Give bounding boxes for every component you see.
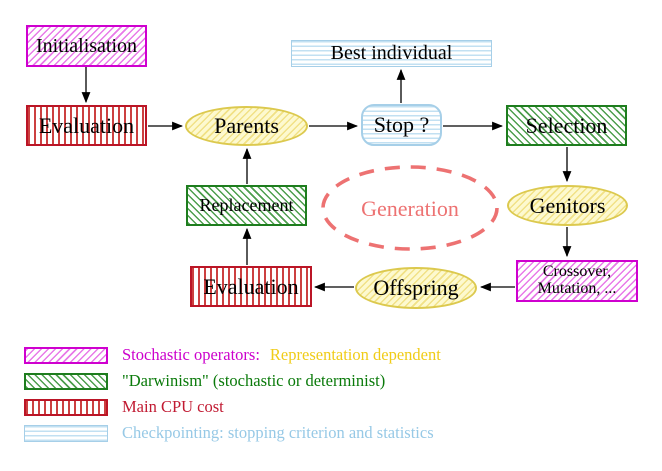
node-crossover-line1: Crossover, — [542, 263, 612, 281]
legend-darwinism-label: "Darwinism" (stochastic or determinist) — [122, 371, 386, 390]
node-crossover-line2: Mutation, ... — [537, 280, 617, 297]
node-offspring: Offspring — [355, 267, 477, 309]
node-evaluation-top-label: Evaluation — [38, 112, 135, 138]
node-parents-label: Parents — [214, 113, 279, 139]
node-best-individual: Best individual — [291, 40, 492, 67]
node-genitors-label: Genitors — [529, 192, 606, 218]
legend-checkpointing-label: Checkpointing: stopping criterion and st… — [122, 423, 434, 442]
node-selection: Selection — [506, 105, 627, 146]
node-offspring-label: Offspring — [373, 275, 459, 301]
node-best-individual-label: Best individual — [330, 42, 453, 64]
node-replacement: Replacement — [186, 185, 307, 226]
legend-row-darwinism: "Darwinism" (stochastic or determinist) — [24, 371, 385, 391]
node-evaluation-bottom-label: Evaluation — [203, 273, 299, 299]
legend-representation-label: Representation dependent — [269, 345, 441, 364]
cyan-horizontal-stripes-swatch — [24, 424, 108, 442]
node-stop: Stop ? — [361, 104, 442, 146]
node-parents: Parents — [185, 106, 308, 146]
legend-cpu-cost-label: Main CPU cost — [122, 397, 224, 416]
red-vertical-stripes-swatch — [24, 398, 108, 416]
node-replacement-label: Replacement — [199, 195, 294, 216]
node-crossover-mutation: Crossover, Mutation, ... — [516, 260, 638, 302]
legend-stochastic-label: Stochastic operators: — [122, 345, 260, 364]
node-initialisation-label: Initialisation — [35, 34, 138, 57]
node-generation-label: Generation — [361, 195, 459, 221]
legend-row-checkpointing: Checkpointing: stopping criterion and st… — [24, 423, 434, 443]
legend-row-stochastic: Stochastic operators: Representation dep… — [24, 345, 441, 365]
node-evaluation-top: Evaluation — [26, 105, 147, 146]
node-evaluation-bottom: Evaluation — [190, 266, 312, 307]
node-genitors: Genitors — [507, 185, 628, 226]
node-stop-label: Stop ? — [373, 112, 430, 138]
node-initialisation: Initialisation — [26, 25, 147, 67]
node-selection-label: Selection — [525, 112, 608, 138]
green-diagonal-hatch-swatch — [24, 372, 108, 390]
node-generation: Generation — [323, 168, 497, 249]
legend-row-cpu-cost: Main CPU cost — [24, 397, 224, 417]
magenta-diagonal-hatch-swatch — [24, 346, 108, 364]
